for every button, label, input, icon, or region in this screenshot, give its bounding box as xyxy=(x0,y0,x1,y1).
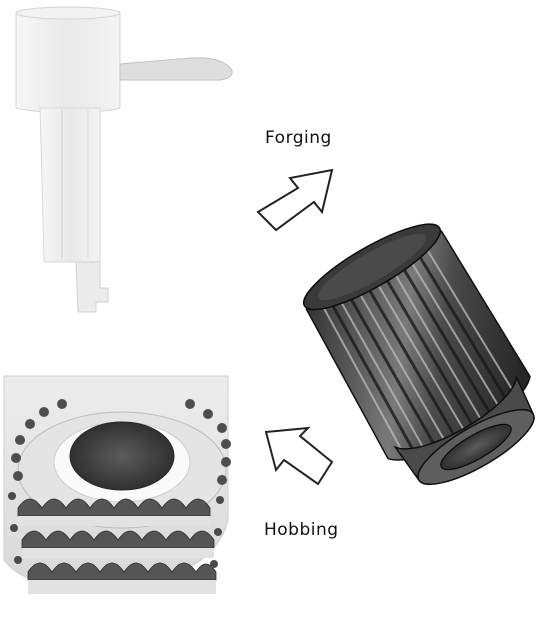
down-right-arrow-icon xyxy=(258,170,332,230)
down-left-arrow-icon xyxy=(266,428,332,484)
shaft-forging-die-icon xyxy=(16,7,232,312)
forging-label: Forging xyxy=(265,128,332,148)
hobbed-gear-icon xyxy=(4,376,231,594)
hobbing-label: Hobbing xyxy=(264,520,339,540)
